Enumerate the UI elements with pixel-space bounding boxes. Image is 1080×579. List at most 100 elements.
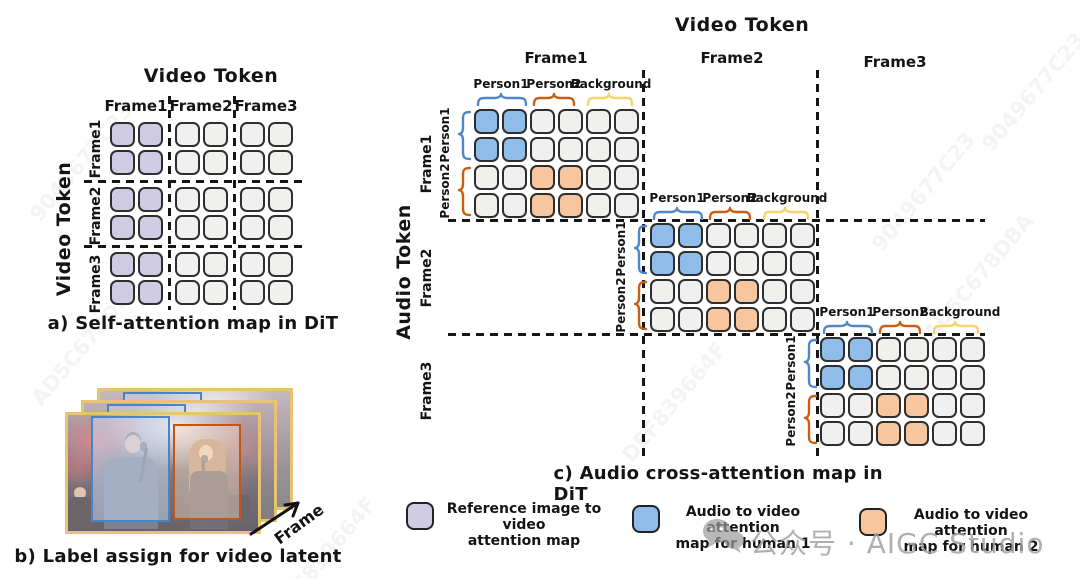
- attention-cell: [203, 252, 228, 277]
- panel-c-caption: c) Audio cross-attention map in DiT: [553, 463, 883, 505]
- attention-cell: [614, 193, 639, 218]
- watermark-code: DEF839664F: [617, 337, 731, 467]
- attention-cell: [734, 223, 759, 248]
- token-label-person1: Person1: [473, 77, 529, 91]
- attention-cell: [678, 223, 703, 248]
- attention-cell: [175, 187, 200, 212]
- attention-cell: [820, 393, 845, 418]
- attention-cell: [110, 280, 135, 305]
- panel-c-divider: [642, 70, 645, 460]
- attention-cell: [530, 193, 555, 218]
- attention-cell: [474, 165, 499, 190]
- attention-cell: [614, 109, 639, 134]
- attention-cell: [820, 365, 845, 390]
- attention-cell: [904, 365, 929, 390]
- attention-cell: [240, 280, 265, 305]
- legend-label-reference: Reference image to video attention map: [438, 501, 610, 549]
- watermark-text: 公众号 · AIGC Studio: [750, 527, 1045, 560]
- attention-cell: [558, 137, 583, 162]
- attention-cell: [904, 393, 929, 418]
- watermark-code: 9049677C23: [867, 128, 980, 256]
- attention-cell: [820, 421, 845, 446]
- token-label-person1: Person1: [649, 191, 705, 205]
- panel-a-caption: a) Self-attention map in DiT: [47, 313, 339, 334]
- attention-cell: [678, 307, 703, 332]
- token-label-background: Background: [746, 191, 828, 205]
- audio-label-person1: Person1: [614, 221, 628, 277]
- attention-cell: [268, 187, 293, 212]
- attention-cell: [678, 279, 703, 304]
- attention-cell: [848, 365, 873, 390]
- attention-cell: [586, 137, 611, 162]
- panel-c-col-header-frame1: Frame1: [524, 49, 588, 67]
- attention-cell: [474, 109, 499, 134]
- attention-cell: [502, 109, 527, 134]
- attention-cell: [848, 421, 873, 446]
- panel-c-row-header-frame1: Frame1: [419, 134, 435, 194]
- panel-b-caption: b) Label assign for video latent: [14, 546, 342, 567]
- panel-a-divider: [233, 96, 236, 310]
- attention-cell: [790, 279, 815, 304]
- attention-cell: [530, 109, 555, 134]
- panel-a-divider: [84, 180, 308, 183]
- panel-c-divider: [448, 219, 985, 222]
- attention-cell: [876, 337, 901, 362]
- attention-cell: [502, 165, 527, 190]
- attention-cell: [762, 279, 787, 304]
- attention-cell: [848, 337, 873, 362]
- attention-cell: [203, 122, 228, 147]
- token-label-person2: Person2: [526, 77, 582, 91]
- attention-cell: [474, 137, 499, 162]
- audio-label-person2: Person2: [438, 163, 452, 219]
- attention-cell: [650, 279, 675, 304]
- attention-cell: [932, 365, 957, 390]
- attention-cell: [586, 109, 611, 134]
- attention-cell: [790, 251, 815, 276]
- attention-cell: [876, 365, 901, 390]
- attention-cell: [175, 215, 200, 240]
- audio-group-braces: [457, 110, 471, 217]
- panel-c-y-axis-label: Audio Token: [393, 204, 415, 340]
- audio-label-person1: Person1: [784, 335, 798, 391]
- attention-cell: [203, 150, 228, 175]
- legend-line: Reference image to video: [446, 501, 602, 533]
- attention-cell: [650, 307, 675, 332]
- attention-cell: [614, 137, 639, 162]
- attention-cell: [820, 337, 845, 362]
- attention-cell: [706, 223, 731, 248]
- token-label-background: Background: [570, 77, 652, 91]
- attention-cell: [138, 215, 163, 240]
- attention-cell: [734, 279, 759, 304]
- legend-line: attention map: [467, 533, 581, 549]
- attention-cell: [706, 307, 731, 332]
- panel-a-divider: [84, 245, 308, 248]
- audio-label-person1: Person1: [438, 107, 452, 163]
- panel-a-row-header-frame3: Frame3: [88, 254, 104, 314]
- attention-cell: [558, 165, 583, 190]
- chat-bubbles-icon: [703, 519, 744, 553]
- attention-cell: [110, 252, 135, 277]
- legend-swatch-human2: [859, 508, 887, 536]
- attention-cell: [138, 187, 163, 212]
- attention-cell: [678, 251, 703, 276]
- attention-cell: [790, 223, 815, 248]
- panel-c-divider: [448, 333, 985, 336]
- token-label-background: Background: [919, 305, 1001, 319]
- attention-cell: [268, 215, 293, 240]
- attention-cell: [175, 122, 200, 147]
- attention-cell: [268, 252, 293, 277]
- token-label-person1: Person1: [819, 305, 875, 319]
- attention-cell: [138, 150, 163, 175]
- attention-cell: [240, 122, 265, 147]
- attention-cell: [932, 337, 957, 362]
- legend-label-human2: Audio to video attention map for human 2: [889, 507, 1053, 555]
- token-group-braces: [476, 92, 634, 106]
- attention-cell: [762, 307, 787, 332]
- token-label-person2: Person2: [702, 191, 758, 205]
- attention-cell: [960, 421, 985, 446]
- attention-cell: [558, 109, 583, 134]
- person1-bbox: [91, 416, 170, 522]
- person2-bbox: [173, 424, 241, 520]
- attention-cell: [586, 193, 611, 218]
